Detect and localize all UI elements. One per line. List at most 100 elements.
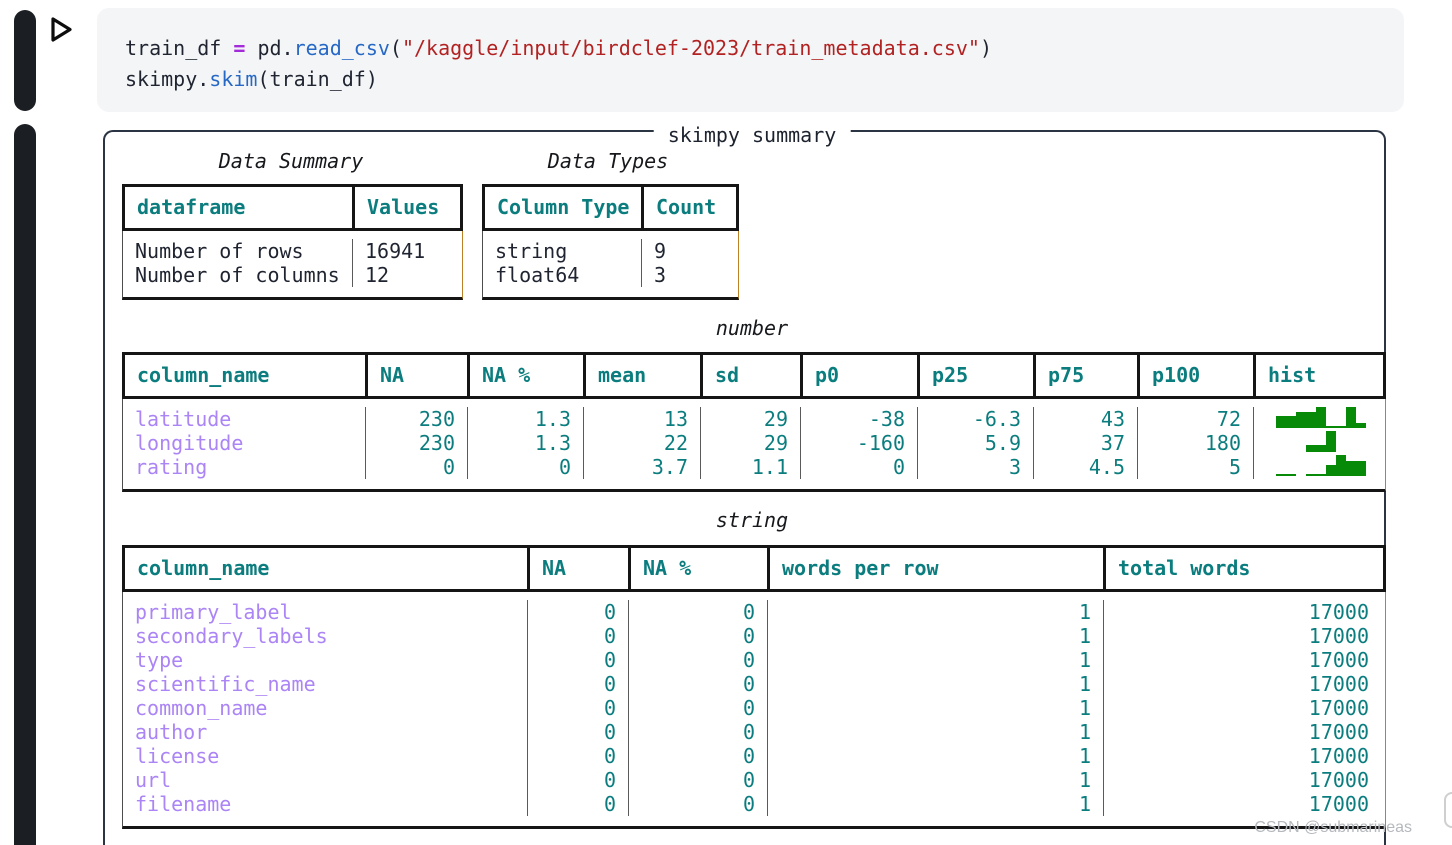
table-cell: 0 [742,672,755,696]
output-cell-indicator[interactable] [14,124,36,845]
table-cell: 1 [1078,600,1091,624]
table-header-cell: p100 [1140,355,1256,396]
table-cell: 1.3 [534,431,571,455]
table-cell: 17000 [1308,648,1369,672]
table-cell: primary_label [135,600,292,624]
table-cell: 0 [603,768,616,792]
table-cell: 17000 [1308,672,1369,696]
table-cell: 0 [742,792,755,816]
table-cell: 1 [1078,696,1091,720]
table-cell: 0 [603,672,616,696]
table-cell: 0 [742,744,755,768]
hist-bars [1254,455,1381,479]
table-cell: 17000 [1308,696,1369,720]
table-header-cell: column_name [125,548,530,589]
table-cell: 3 [654,263,667,287]
hist-bar [1286,416,1296,428]
hist-bars [1254,431,1381,455]
table-cell: 29 [763,431,788,455]
hist-bar [1306,445,1316,452]
panel-title: skimpy summary [653,121,851,149]
table-cell: filename [135,792,232,816]
table-cell: 1 [1078,720,1091,744]
table-cell: author [135,720,208,744]
table-cell: 12 [365,263,390,287]
table-header-cell: NA [368,355,470,396]
table-cell: 180 [1204,431,1241,455]
table-cell: Number of columns [135,263,340,287]
hist-bar [1346,461,1356,476]
table-cell: 4.5 [1088,455,1125,479]
table-cell: 17000 [1308,768,1369,792]
table-column [1254,407,1381,479]
table-header-cell: column_name [125,355,368,396]
table-cell: 0 [742,624,755,648]
table-cell: 72 [1216,407,1241,431]
table-cell: 1 [1078,744,1091,768]
table-cell: 43 [1100,407,1125,431]
table-cell: 0 [742,768,755,792]
code-token: pd. [245,36,294,60]
table-cell: secondary_labels [135,624,328,648]
code-token: "/kaggle/input/birdclef-2023/train_metad… [401,36,980,60]
table-cell: 230 [418,431,455,455]
table-cell: rating [135,455,208,479]
cut-off-widget[interactable] [1444,792,1452,828]
table-cell: 0 [892,455,905,479]
hist-bar [1336,426,1346,428]
code-token: ) [979,36,992,60]
code-editor[interactable]: train_df = pd.read_csv("/kaggle/input/bi… [97,8,1404,112]
hist-bar [1316,445,1326,452]
table-cell: -6.3 [972,407,1021,431]
table-cell: 17000 [1308,792,1369,816]
hist-bar [1306,474,1316,476]
table-cell: scientific_name [135,672,316,696]
table-cell: 3.7 [651,455,688,479]
table-header-cell: p25 [920,355,1036,396]
code-token: skimpy. [125,67,210,91]
code-token: ( [389,36,402,60]
table-cell: 1 [1078,792,1091,816]
data-summary-title: Data Summary [218,149,364,173]
table-cell: 16941 [365,239,426,263]
code-token: read_csv [293,36,390,60]
code-token: (train_df) [257,67,378,91]
code-cell-indicator[interactable] [14,10,36,111]
number-section-title: number [715,316,789,340]
hist-bar [1346,407,1356,428]
table-cell: 0 [742,648,755,672]
table-cell: float64 [495,263,580,287]
table-header-cell: Values [367,195,440,219]
hist-bar [1326,426,1336,428]
table-cell: 17000 [1308,744,1369,768]
run-cell-button[interactable] [46,14,76,46]
hist-bar [1336,455,1346,476]
table-header-cell: p0 [803,355,920,396]
table-cell: common_name [135,696,268,720]
hist-sparkline [1254,455,1381,479]
hist-bar [1286,474,1296,476]
table-cell: license [135,744,220,768]
hist-bar [1276,416,1286,428]
